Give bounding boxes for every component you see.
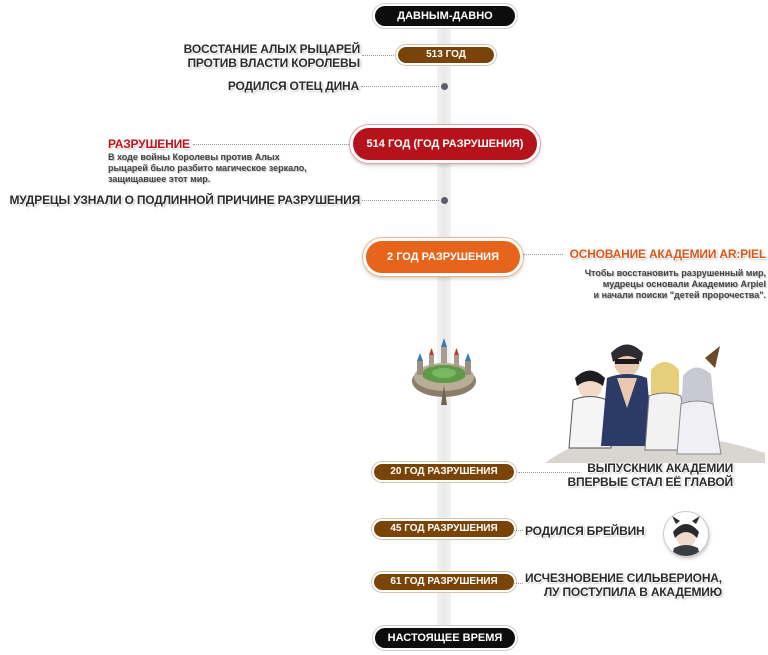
event-sages: МУДРЕЦЫ УЗНАЛИ О ПОДЛИННОЙ ПРИЧИНЕ РАЗРУ… bbox=[9, 193, 360, 207]
connector bbox=[523, 254, 563, 255]
year-45-pill: 45 ГОД РАЗРУШЕНИЯ bbox=[372, 519, 516, 539]
timeline-dot bbox=[441, 83, 448, 90]
connector bbox=[193, 144, 353, 145]
year-20-pill: 20 ГОД РАЗРУШЕНИЯ bbox=[372, 462, 516, 482]
event-513-title: ВОССТАНИЕ АЛЫХ РЫЦАРЕЙ ПРОТИВ ВЛАСТИ КОР… bbox=[183, 42, 361, 70]
connector bbox=[518, 472, 580, 473]
end-pill: НАСТОЯЩЕЕ ВРЕМЯ bbox=[373, 626, 517, 650]
brevin-avatar-icon bbox=[664, 512, 708, 556]
connector bbox=[513, 530, 523, 531]
event-academy-heading: ОСНОВАНИЕ АКАДЕМИИ AR:PIEL bbox=[569, 247, 767, 261]
event-destruction-desc: В ходе войны Королевы против Алых рыцаре… bbox=[108, 152, 307, 184]
event-silverion: ИСЧЕЗНОВЕНИЕ СИЛЬВЕРИОНА, ЛУ ПОСТУПИЛА В… bbox=[525, 571, 722, 599]
event-destruction-heading: РАЗРУШЕНИЕ bbox=[108, 137, 190, 151]
timeline-dot bbox=[441, 197, 448, 204]
year-514-pill: 514 ГОД (ГОД РАЗРУШЕНИЯ) bbox=[350, 125, 540, 163]
event-graduate-head: ВЫПУСКНИК АКАДЕМИИ ВПЕРВЫЕ СТАЛ ЕЁ ГЛАВО… bbox=[567, 461, 734, 489]
year-2-pill: 2 ГОД РАЗРУШЕНИЯ bbox=[363, 238, 523, 276]
connector bbox=[513, 583, 523, 584]
start-pill: ДАВНЫМ-ДАВНО bbox=[373, 4, 517, 28]
characters-group-illustration bbox=[545, 338, 765, 463]
event-academy-desc: Чтобы восстановить разрушенный мир, мудр… bbox=[584, 268, 766, 300]
connector bbox=[361, 86, 439, 87]
academy-castle-icon bbox=[405, 333, 483, 411]
event-brevin: РОДИЛСЯ БРЕЙВИН bbox=[525, 524, 645, 538]
timeline-spine bbox=[437, 12, 451, 648]
connector bbox=[362, 55, 398, 56]
year-61-pill: 61 ГОД РАЗРУШЕНИЯ bbox=[372, 572, 516, 592]
event-dins-father: РОДИЛСЯ ОТЕЦ ДИНА bbox=[227, 79, 359, 93]
year-513-pill: 513 ГОД bbox=[396, 45, 496, 65]
connector bbox=[362, 200, 439, 201]
